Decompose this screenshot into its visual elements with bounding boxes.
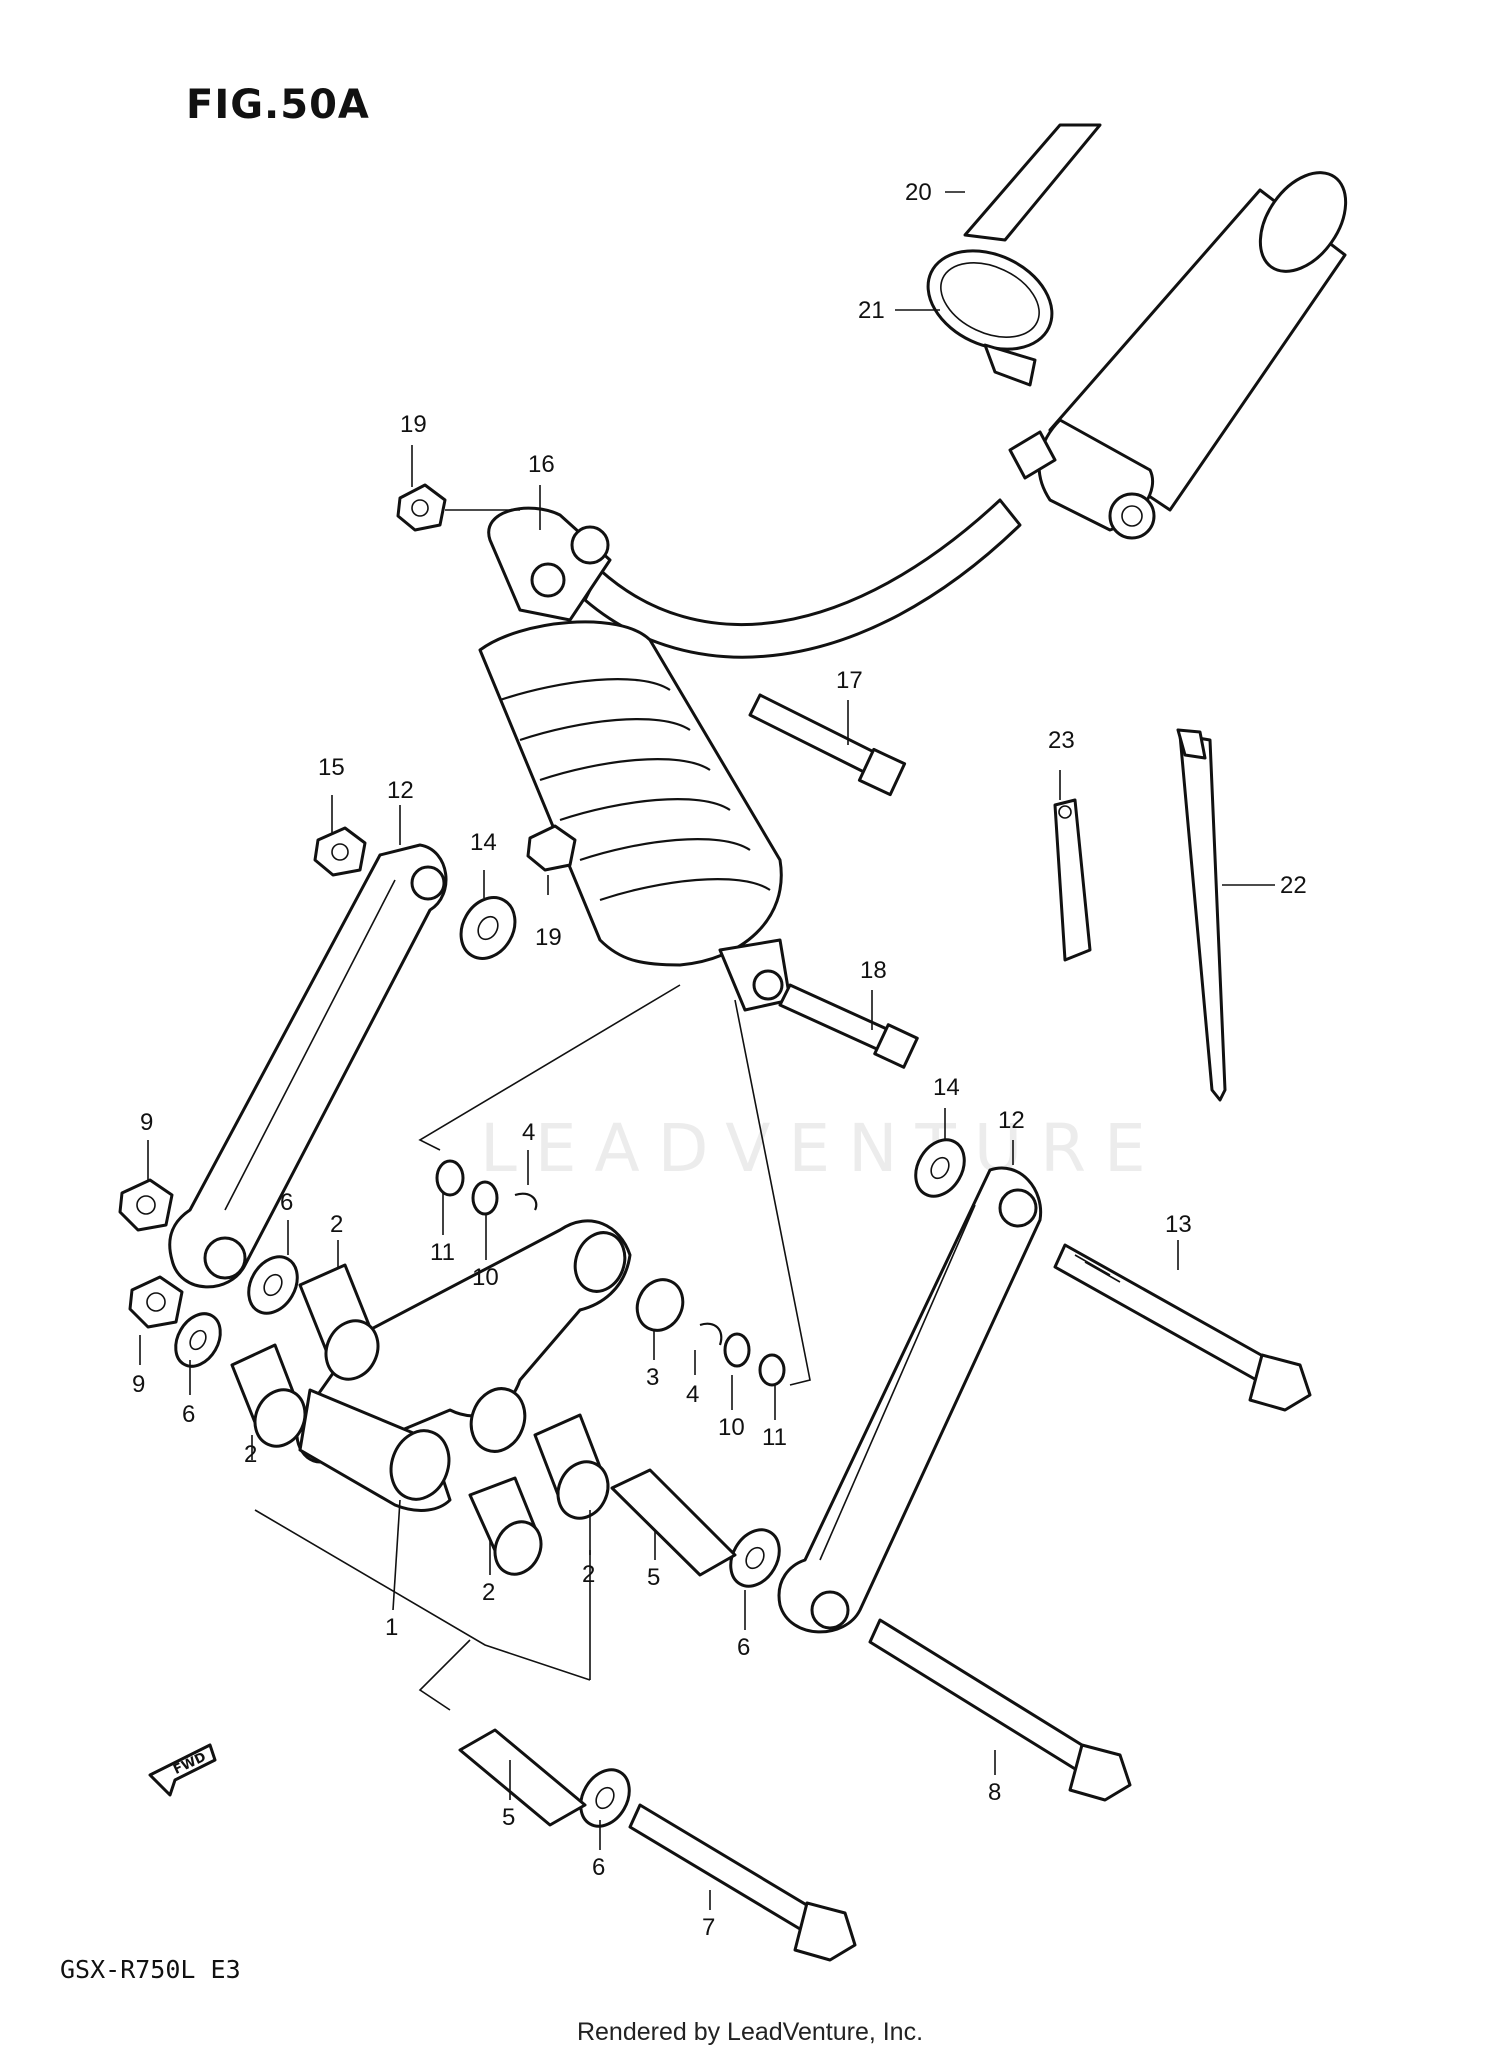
needle-bearing-c [533, 1413, 610, 1520]
washer-6-a [247, 1255, 299, 1315]
callout-16: 16 [528, 451, 555, 478]
callout-18: 18 [860, 957, 887, 984]
callout-2-c: 2 [482, 1579, 495, 1606]
bushing-3 [635, 1278, 685, 1332]
washer-6-b [174, 1312, 222, 1368]
callout-7: 7 [702, 1914, 715, 1941]
callout-22: 22 [1280, 872, 1307, 899]
callout-23: 23 [1048, 727, 1075, 754]
callout-20: 20 [905, 179, 932, 206]
nut-19-mid [526, 824, 577, 872]
callout-2-b: 2 [244, 1441, 257, 1468]
callout-6-d: 6 [592, 1854, 605, 1881]
callout-11-lower: 11 [762, 1424, 787, 1451]
callout-4-upper: 4 [522, 1119, 535, 1146]
callout-5-a: 5 [647, 1564, 660, 1591]
needle-bearing-d [468, 1476, 543, 1576]
callout-1: 1 [385, 1614, 398, 1641]
callout-14-right: 14 [933, 1074, 960, 1101]
clamp-band [926, 249, 1054, 387]
rear-shock-absorber [478, 506, 792, 1012]
callout-6-c: 6 [737, 1634, 750, 1661]
tie-strap [1053, 798, 1092, 962]
render-footer: Rendered by LeadVenture, Inc. [576, 2018, 924, 2046]
callout-14-left: 14 [470, 829, 497, 856]
callout-15: 15 [318, 754, 345, 781]
assembly-guide-lines [254, 509, 811, 1711]
fwd-arrow-icon: FWD [148, 1743, 217, 1797]
callout-10-lower: 10 [718, 1414, 745, 1441]
callout-6-b: 6 [182, 1401, 195, 1428]
callout-6-a: 6 [280, 1189, 293, 1216]
nut-19-top [396, 483, 447, 532]
cushion-rod-left [168, 843, 448, 1289]
callout-19-mid: 19 [535, 924, 562, 951]
needle-bearing-b [230, 1343, 307, 1448]
callout-2-d: 2 [582, 1561, 595, 1588]
cushion-rod-right [777, 1166, 1043, 1634]
callout-4-lower: 4 [686, 1381, 699, 1408]
spacer-5-b [458, 1728, 587, 1827]
washer-14-left [459, 896, 517, 960]
callout-leaders [139, 191, 1275, 1910]
washer-6-d [579, 1768, 631, 1828]
callout-9-lower: 9 [132, 1371, 145, 1398]
callout-19-top: 19 [400, 411, 427, 438]
nut-9-upper [118, 1178, 174, 1232]
bolt-13 [1053, 1243, 1312, 1412]
callout-12-left: 12 [387, 777, 414, 804]
nut-9-lower [128, 1275, 184, 1329]
washer-14-right [914, 1138, 966, 1198]
cable-tie [1176, 728, 1227, 1102]
callout-10-upper: 10 [472, 1264, 499, 1291]
callout-9-upper: 9 [140, 1109, 153, 1136]
bolt-7 [628, 1803, 857, 1962]
model-label: GSX-R750L E3 [60, 1955, 241, 1984]
reservoir-tank [1008, 171, 1348, 540]
callout-11-upper: 11 [430, 1239, 455, 1266]
callout-2-a: 2 [330, 1211, 343, 1238]
label-strip [963, 123, 1102, 242]
reservoir-hose [583, 498, 1022, 659]
bolt-17 [748, 693, 907, 797]
callout-17: 17 [836, 667, 863, 694]
spacer-5-a [610, 1468, 737, 1577]
callout-13: 13 [1165, 1211, 1192, 1238]
bolt-18 [778, 983, 919, 1069]
oil-seal-parts [435, 1159, 786, 1387]
callout-5-b: 5 [502, 1804, 515, 1831]
nut-15 [313, 826, 367, 877]
callout-numbers: 20 21 19 16 17 23 22 15 12 14 19 18 14 1… [132, 179, 1307, 1941]
washer-6-c [729, 1528, 781, 1588]
cushion-lever [295, 1219, 632, 1512]
callout-3: 3 [646, 1364, 659, 1391]
needle-bearing-a [298, 1263, 380, 1381]
callout-12-right: 12 [998, 1107, 1025, 1134]
figure-title: FIG.50A [186, 82, 370, 128]
bolt-8 [868, 1618, 1132, 1802]
callout-8: 8 [988, 1779, 1001, 1806]
callout-21: 21 [858, 297, 885, 324]
watermark: LEADVENTURE [480, 1110, 1164, 1187]
